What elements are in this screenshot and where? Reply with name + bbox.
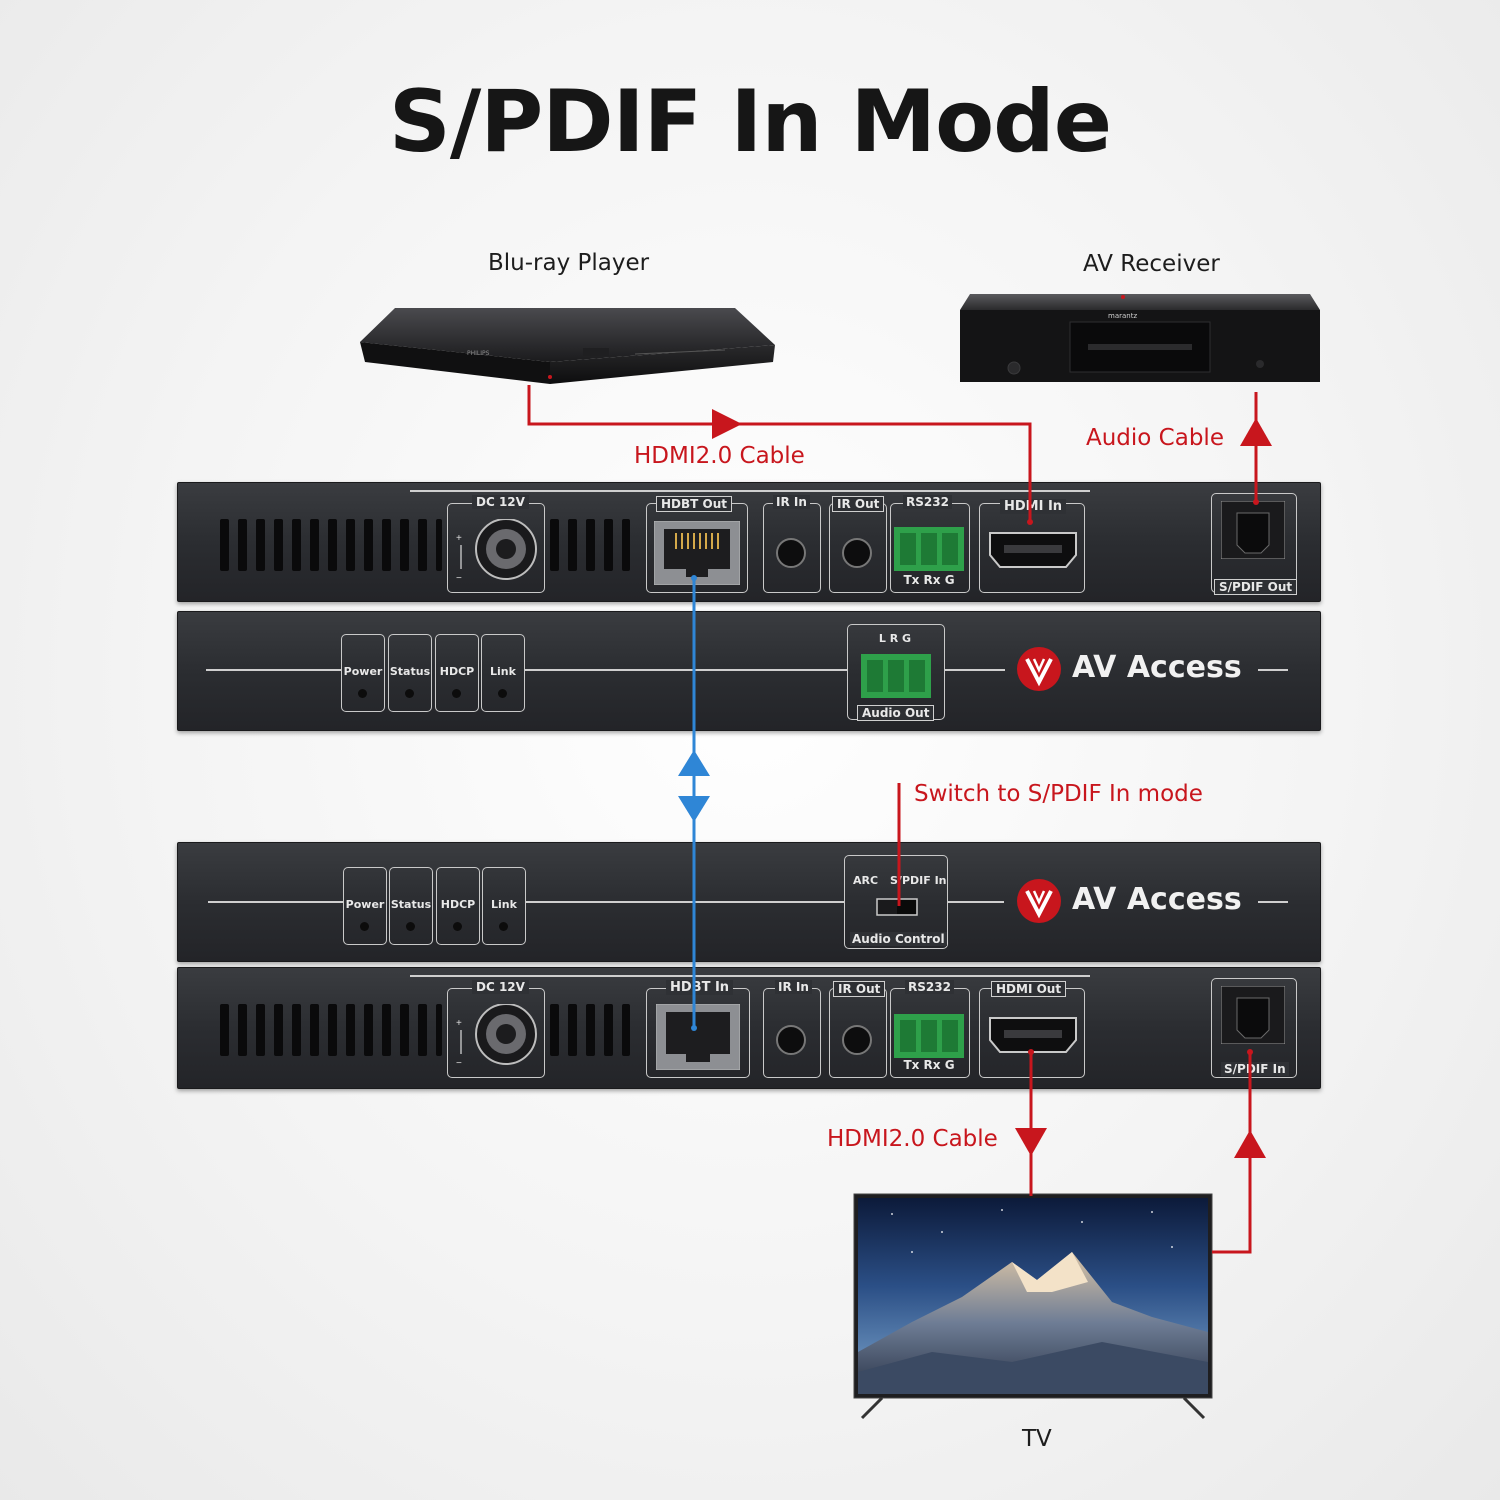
ir-out-label: IR Out: [833, 981, 886, 997]
vent-grille: [220, 519, 442, 571]
led-status: Status: [389, 867, 433, 945]
tv-audio-arrow: [1234, 1130, 1266, 1158]
svg-text:+: +: [456, 1018, 462, 1029]
rj45-icon[interactable]: [656, 1004, 740, 1070]
transmitter-front-panel: Power Status HDCP Link L R G Audio Out A…: [177, 611, 1321, 731]
transmitter-rear-panel: DC 12V + − HDBT Out IR In IR Out RS232: [177, 482, 1321, 602]
brand-name: AV Access: [1072, 650, 1242, 685]
rs232-terminal-icon[interactable]: [894, 1014, 964, 1058]
av-access-logo-icon: [1017, 879, 1061, 923]
audio-cable-arrow: [1240, 418, 1272, 446]
rs232-terminal-icon[interactable]: [894, 527, 964, 571]
hdbt-arrow-up: [678, 750, 710, 776]
ir-in-label: IR In: [775, 980, 812, 994]
bluray-brand: PHILIPS: [467, 350, 490, 357]
tv-label: TV: [1022, 1426, 1052, 1452]
switch-note-label: Switch to S/PDIF In mode: [914, 781, 1203, 807]
rj45-icon[interactable]: [654, 521, 740, 585]
power-jack-icon: + −: [456, 519, 537, 583]
receiver-rear-panel: DC 12V + − HDBT In IR In IR Out RS232 Tx…: [177, 967, 1321, 1089]
arc-label: ARC: [853, 874, 879, 887]
svg-text:−: −: [456, 573, 462, 583]
tv-audio-line: [1212, 1052, 1252, 1254]
spdif-in-label: S/PDIF In: [1221, 1062, 1289, 1076]
ir-out-jack-icon[interactable]: [841, 1024, 873, 1056]
brand-name: AV Access: [1072, 882, 1242, 917]
led-power: Power: [341, 634, 385, 712]
hdmi-port-icon[interactable]: [988, 531, 1078, 569]
ir-in-jack-icon[interactable]: [775, 537, 807, 569]
ir-in-label: IR In: [773, 495, 810, 509]
ir-in-jack-icon[interactable]: [775, 1024, 807, 1056]
audio-lrg-label: L R G: [878, 632, 912, 645]
hdmi-port-icon[interactable]: [988, 1016, 1078, 1054]
rs232-pins-label: Tx Rx G: [903, 573, 955, 587]
bluray-label: Blu-ray Player: [488, 250, 650, 276]
receiver-label: AV Receiver: [1083, 251, 1220, 277]
ir-out-jack-icon[interactable]: [841, 537, 873, 569]
optical-port-icon[interactable]: [1221, 986, 1285, 1044]
rs232-label: RS232: [905, 980, 954, 994]
spdif-in-frame: [1211, 978, 1297, 1078]
vent-grille: [220, 1004, 442, 1056]
hdmi-in-label: HDMI In: [1000, 499, 1067, 514]
top-hdmi-cable-label: HDMI2.0 Cable: [634, 443, 805, 469]
audio-mode-switch[interactable]: [875, 895, 919, 919]
top-hdmi-cable-line: [527, 385, 1032, 522]
audio-terminal-icon[interactable]: [861, 654, 931, 698]
svg-text:−: −: [456, 1058, 462, 1068]
power-jack-icon: + −: [456, 1004, 537, 1068]
receiver-brand: marantz: [1108, 312, 1137, 320]
tv-image: [853, 1193, 1213, 1420]
receiver-front-panel: Power Status HDCP Link ARC S/PDIF In Aud…: [177, 842, 1321, 962]
rs232-label: RS232: [903, 495, 952, 509]
spdif-out-label: S/PDIF Out: [1214, 579, 1298, 595]
audio-out-label: Audio Out: [857, 705, 935, 721]
audio-control-frame: [844, 855, 948, 949]
av-receiver-image: marantz: [960, 294, 1320, 382]
hdbt-out-label: HDBT Out: [656, 496, 732, 512]
bluray-player-image: PHILIPS: [360, 308, 775, 384]
dc-label: DC 12V: [472, 980, 529, 994]
svg-text:+: +: [456, 533, 462, 544]
optical-port-icon[interactable]: [1221, 501, 1285, 559]
led-link: Link: [481, 634, 525, 712]
page-title: S/PDIF In Mode: [388, 72, 1112, 172]
bottom-hdmi-cable-label: HDMI2.0 Cable: [827, 1126, 998, 1152]
av-access-logo-icon: [1017, 647, 1061, 691]
led-hdcp: HDCP: [436, 867, 480, 945]
hdmi-out-label: HDMI Out: [991, 981, 1067, 997]
top-hdmi-arrow: [712, 409, 742, 439]
hdbt-arrow-down: [678, 796, 710, 822]
vent-grille: [550, 1004, 630, 1056]
led-hdcp: HDCP: [435, 634, 479, 712]
hdbt-in-label: HDBT In: [666, 980, 734, 995]
led-status: Status: [388, 634, 432, 712]
led-power: Power: [343, 867, 387, 945]
bottom-hdmi-arrow: [1015, 1128, 1047, 1156]
led-link: Link: [482, 867, 526, 945]
spdif-in-switch-label: S/PDIF In: [890, 874, 947, 887]
audio-cable-label: Audio Cable: [1086, 425, 1224, 451]
ir-out-label: IR Out: [832, 496, 885, 512]
vent-grille: [550, 519, 630, 571]
dc-label: DC 12V: [472, 495, 529, 509]
rs232-pins-label: Tx Rx G: [903, 1058, 955, 1072]
audio-control-label: Audio Control: [850, 932, 947, 946]
